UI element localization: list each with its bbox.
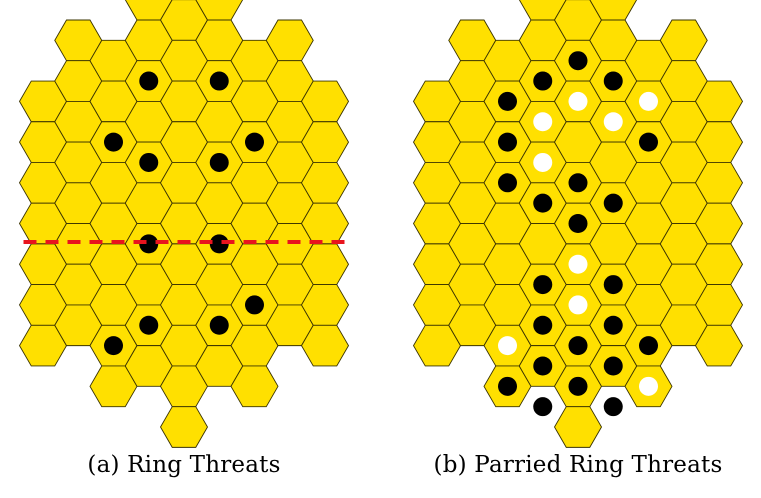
black-stone[interactable]: [603, 356, 623, 376]
white-stone[interactable]: [533, 152, 553, 172]
board-b-parried-ring-threats: [412, 0, 744, 478]
black-stone[interactable]: [603, 315, 623, 335]
board-b-cells: [412, 0, 744, 448]
black-stone[interactable]: [533, 397, 553, 417]
black-stone[interactable]: [498, 91, 517, 111]
black-stone[interactable]: [104, 336, 123, 356]
caption-b: (b) Parried Ring Threats: [433, 452, 723, 478]
black-stone[interactable]: [245, 132, 264, 152]
white-stone[interactable]: [568, 254, 588, 274]
black-stone[interactable]: [209, 71, 229, 91]
white-stone[interactable]: [568, 91, 588, 111]
black-stone[interactable]: [568, 173, 588, 193]
black-stone[interactable]: [498, 132, 517, 152]
black-stone[interactable]: [568, 376, 588, 396]
white-stone[interactable]: [568, 458, 588, 478]
black-stone[interactable]: [568, 336, 588, 356]
hex-cell[interactable]: [300, 324, 350, 367]
black-stone[interactable]: [209, 315, 229, 335]
black-stone[interactable]: [498, 173, 517, 193]
black-stone[interactable]: [603, 193, 623, 213]
black-stone[interactable]: [568, 214, 588, 234]
black-stone[interactable]: [209, 152, 229, 172]
black-stone[interactable]: [498, 376, 517, 396]
black-stone[interactable]: [603, 71, 623, 91]
black-stone[interactable]: [639, 132, 658, 152]
black-stone[interactable]: [104, 132, 123, 152]
hex-cell[interactable]: [230, 365, 279, 408]
black-stone[interactable]: [533, 71, 553, 91]
hex-cell[interactable]: [553, 406, 603, 448]
white-stone[interactable]: [639, 91, 658, 111]
black-stone[interactable]: [139, 152, 159, 172]
black-stone[interactable]: [603, 275, 623, 295]
black-stone[interactable]: [139, 71, 159, 91]
black-stone[interactable]: [639, 336, 658, 356]
black-stone[interactable]: [139, 315, 159, 335]
black-stone[interactable]: [245, 295, 264, 315]
white-stone[interactable]: [639, 376, 658, 396]
black-stone[interactable]: [533, 275, 553, 295]
hex-cell[interactable]: [159, 406, 209, 448]
board-a-ring-threats: [18, 0, 350, 448]
board-b-stones: [498, 51, 658, 478]
white-stone[interactable]: [498, 336, 517, 356]
black-stone[interactable]: [603, 397, 623, 417]
white-stone[interactable]: [533, 112, 553, 132]
hex-cell[interactable]: [694, 324, 744, 367]
black-stone[interactable]: [139, 234, 159, 254]
black-stone[interactable]: [568, 51, 588, 71]
black-stone[interactable]: [533, 356, 553, 376]
white-stone[interactable]: [603, 112, 623, 132]
caption-a: (a) Ring Threats: [87, 452, 281, 478]
board-a-stones: [104, 71, 264, 356]
black-stone[interactable]: [209, 234, 229, 254]
black-stone[interactable]: [533, 193, 553, 213]
board-a-cells: [18, 0, 350, 448]
white-stone[interactable]: [568, 295, 588, 315]
black-stone[interactable]: [533, 315, 553, 335]
